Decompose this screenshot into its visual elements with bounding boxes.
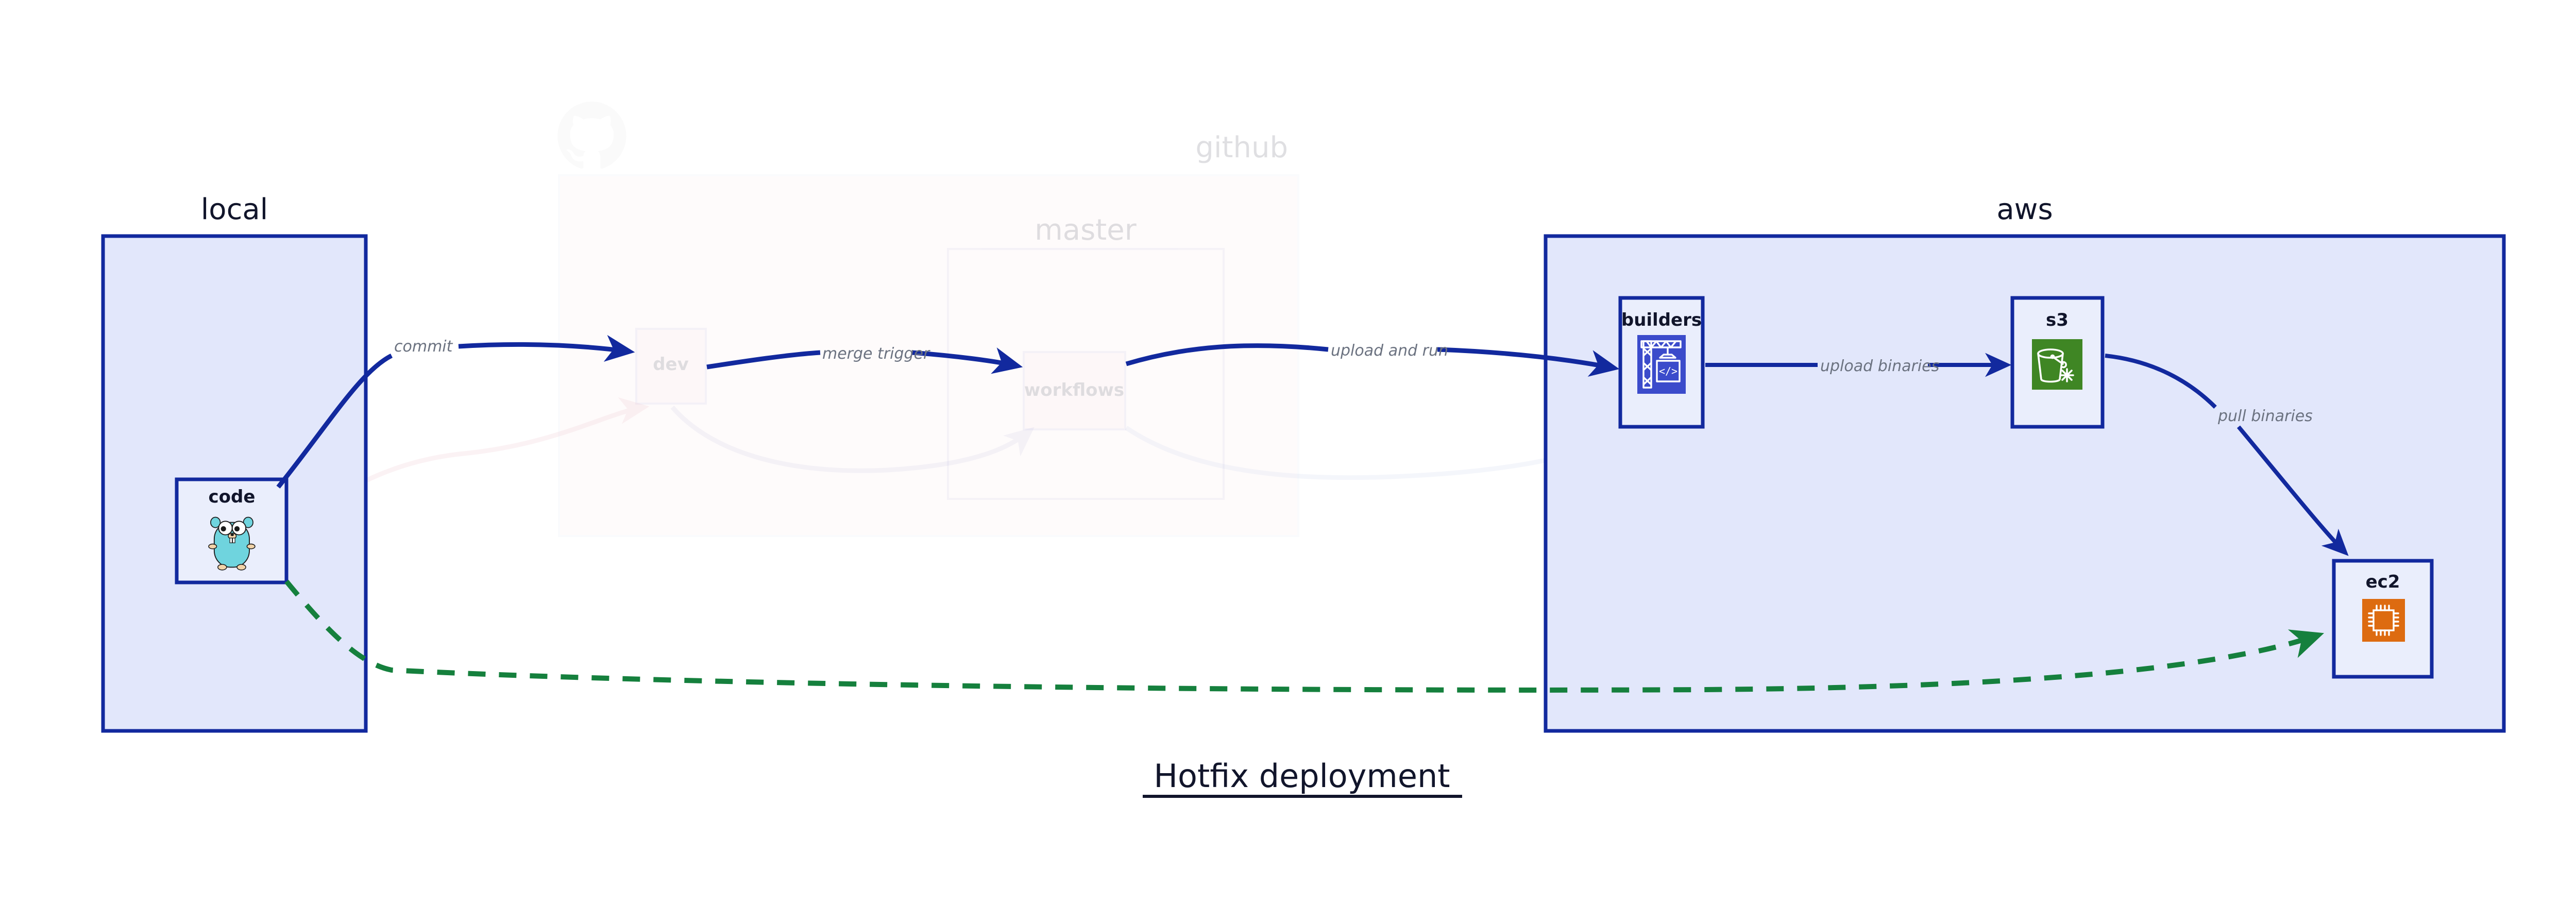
edge-upload-and-run-label: upload and run — [1331, 342, 1448, 360]
edge-dev-to-workflows-background — [670, 406, 1035, 473]
edge-upload-and-run: upload and run — [1125, 342, 1620, 377]
subgroup-master-box[interactable] — [947, 248, 1225, 500]
node-dev[interactable]: dev — [635, 328, 707, 405]
edge-upload-binaries: upload binaries — [1705, 353, 2012, 377]
node-workflows-label: workflows — [1024, 380, 1124, 400]
group-local-label: local — [201, 193, 268, 226]
crane-code-icon: </> — [1637, 335, 1686, 394]
node-workflows-box[interactable] — [1023, 351, 1126, 430]
subgroup-master[interactable]: master — [947, 213, 1225, 500]
node-workflows[interactable]: workflows — [1023, 351, 1126, 430]
code-brackets-glyph: </> — [1659, 365, 1677, 377]
node-ec2[interactable]: ec2 — [2332, 559, 2434, 679]
edge-commit: commit — [276, 335, 635, 489]
page-title: Hotfix deployment — [1143, 757, 1462, 798]
group-local[interactable]: local — [101, 193, 368, 733]
node-s3[interactable]: s3 — [2010, 296, 2105, 429]
node-dev-label: dev — [653, 354, 689, 375]
node-s3-label: s3 — [2046, 310, 2069, 330]
node-ec2-label: ec2 — [2366, 572, 2400, 592]
edge-commit-label: commit — [394, 338, 453, 356]
edge-upload-binaries-label: upload binaries — [1820, 357, 1939, 375]
github-octocat-icon — [557, 102, 626, 169]
edge-pull-binaries-label: pull binaries — [2217, 407, 2313, 425]
ec2-chip-icon — [2362, 599, 2405, 642]
subgroup-master-label: master — [1035, 213, 1137, 247]
edge-merge-trigger-label: merge trigger — [822, 345, 930, 363]
group-github-label: github — [1195, 131, 1288, 164]
edge-hotfix-direct — [284, 579, 2325, 693]
node-code-label: code — [209, 487, 256, 507]
node-code[interactable]: code — [175, 477, 289, 584]
edge-pull-binaries: pull binaries — [2105, 354, 2349, 556]
group-aws-label: aws — [1996, 193, 2053, 226]
edge-merge-trigger: merge trigger — [706, 345, 1023, 374]
node-builders-label: builders — [1621, 310, 1702, 330]
node-builders[interactable]: builders </> — [1618, 296, 1705, 429]
go-gopher-icon — [208, 516, 256, 571]
page-title-text: Hotfix deployment — [1154, 757, 1450, 795]
s3-bucket-icon — [2032, 339, 2082, 390]
node-dev-box[interactable] — [635, 328, 707, 405]
